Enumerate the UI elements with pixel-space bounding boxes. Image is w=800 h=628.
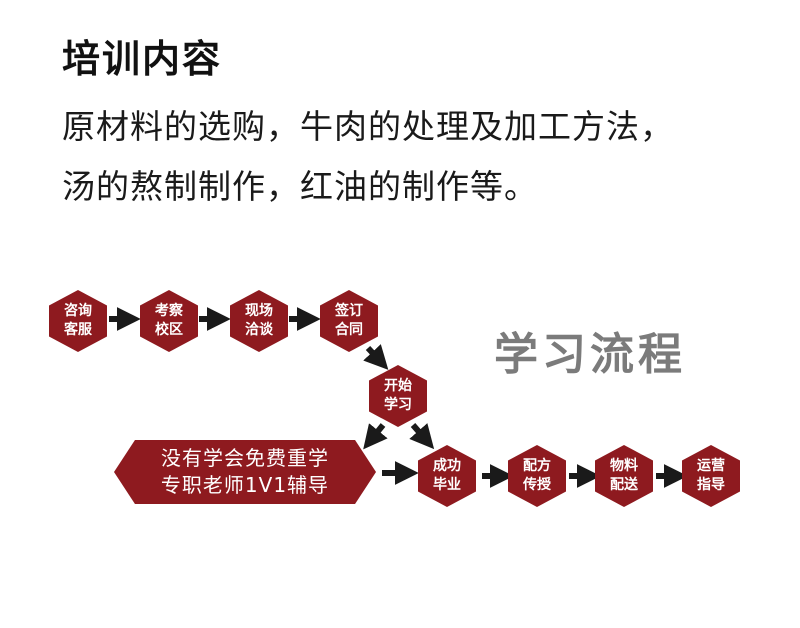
step-consult-line1: 咨询 [64,303,92,319]
step-recipe-line2: 传授 [523,477,551,493]
step-guidance-line2: 指导 [697,477,725,493]
retake-banner: 没有学会免费重学 专职老师1V1辅导 [114,440,376,504]
step-consult: 咨询 客服 [49,290,107,352]
step-sign: 签订 合同 [320,290,378,352]
step-visit: 考察 校区 [140,290,198,352]
description-line-1: 原材料的选购，牛肉的处理及加工方法， [62,107,674,146]
step-delivery-line1: 物料 [610,458,638,474]
step-sign-line1: 签订 [335,303,363,319]
step-visit-line1: 考察 [155,303,183,319]
step-recipe: 配方 传授 [508,445,566,507]
step-success: 成功 毕业 [418,445,476,507]
step-negotiate-line1: 现场 [245,303,273,319]
retake-line2: 专职老师1V1辅导 [160,473,330,497]
step-visit-line2: 校区 [155,322,183,338]
step-consult-line2: 客服 [64,322,92,338]
step-start-line2: 学习 [384,397,412,413]
step-recipe-line1: 配方 [523,458,551,474]
arrow-start-success [409,423,435,450]
arrow-start-banner [363,423,388,450]
step-start-line1: 开始 [384,378,412,394]
step-negotiate-line2: 洽谈 [245,322,273,338]
step-negotiate: 现场 洽谈 [230,290,288,352]
step-success-line1: 成功 [433,458,461,474]
step-guidance: 运营 指导 [682,445,740,507]
flow-title: 学习流程 [494,329,686,380]
retake-line1: 没有学会免费重学 [161,446,329,470]
step-delivery-line2: 配送 [610,477,638,493]
step-success-line2: 毕业 [433,477,461,493]
step-delivery: 物料 配送 [595,445,653,507]
page-heading: 培训内容 [62,37,223,81]
description-line-2: 汤的熬制制作，红油的制作等。 [62,167,538,206]
arrow-sign-start [363,344,389,370]
step-start: 开始 学习 [369,365,427,427]
step-sign-line2: 合同 [335,322,363,338]
step-guidance-line1: 运营 [697,458,725,474]
